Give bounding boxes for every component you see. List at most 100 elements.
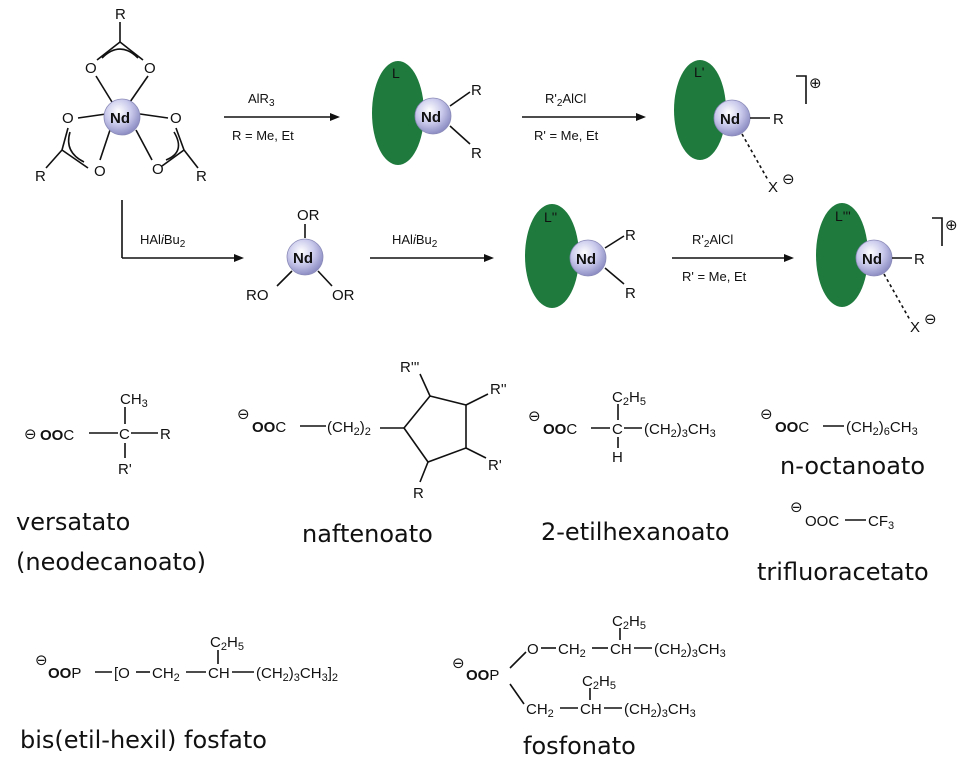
svg-text:C2H5: C2H5 [612,389,646,408]
svg-text:CH2: CH2 [152,665,180,684]
svg-text:L': L' [694,64,704,80]
svg-text:O: O [94,163,106,180]
versatato-alt-name: (neodecanoato) [16,548,206,576]
svg-text:CH2: CH2 [526,701,554,720]
svg-text:(CH2)3CH3: (CH2)3CH3 [644,421,716,440]
carboxylate-r-right: R [196,168,207,185]
svg-text:(CH2)3CH3]2: (CH2)3CH3]2 [256,665,338,684]
svg-text:C2H5: C2H5 [612,613,646,632]
naftenoato-name: naftenoato [302,520,433,548]
svg-text:(CH2)3CH3: (CH2)3CH3 [654,641,726,660]
arrow-alkylation-bottom: HAliBu2 [370,232,494,262]
svg-text:R: R [471,82,482,99]
svg-text:CF3: CF3 [868,513,894,532]
svg-text:X: X [910,319,920,336]
svg-text:O: O [144,60,156,77]
svg-text:R: R [625,227,636,244]
fosfonato-name: fosfonato [523,732,636,760]
svg-text:OOC: OOC [543,421,577,438]
svg-text:⊕: ⊕ [945,217,958,234]
svg-text:R' = Me, Et: R' = Me, Et [682,269,747,284]
svg-text:L''': L''' [835,208,851,224]
svg-text:CH: CH [610,641,632,658]
svg-text:⊖: ⊖ [790,499,803,516]
carboxylate-r-left: R [35,168,46,185]
svg-text:O: O [152,161,164,178]
ligand-label-l: L [392,65,400,81]
etilhexanoato-name: 2-etilhexanoato [541,518,730,546]
svg-text:Nd: Nd [576,251,596,268]
svg-text:O: O [62,110,74,127]
trifluoracetato-structure: ⊖ OOC CF3 trifluoracetato [757,499,929,586]
svg-text:(CH2)3CH3: (CH2)3CH3 [624,701,696,720]
svg-text:OOC: OOC [775,419,809,436]
svg-text:C: C [119,426,130,443]
svg-text:R: R [773,111,784,128]
reagent-r2alcl-bottom: R'2AlCl [692,232,733,250]
ligand-nd-dialkyl-bottom: L'' Nd R R [525,204,636,308]
svg-text:[O: [O [114,665,130,682]
svg-text:CH2: CH2 [558,641,586,660]
svg-text:⊕: ⊕ [809,75,822,92]
svg-text:Nd: Nd [862,251,882,268]
svg-text:⊖: ⊖ [924,311,937,328]
nd-atom: Nd [110,110,130,127]
svg-text:H: H [612,449,623,466]
versatato-structure: ⊖ OOC C R CH3 R' versatato (neodecanoato… [16,391,206,576]
naftenoato-structure: ⊖ OOC (CH2)2 R''' R'' R' R naftenoato [237,359,507,548]
svg-text:R: R [625,285,636,302]
svg-text:OOC: OOC [805,513,839,530]
bisfosfato-structure: ⊖ OOP [O CH2 CH C2H5 (CH2)3CH3]2 bis(eti… [20,634,338,754]
arrow-alkylation: AlR3 R = Me, Et [224,91,340,143]
arrow-alkoxide-route: HAliBu2 [121,200,244,262]
svg-text:(CH2)2: (CH2)2 [327,419,371,438]
svg-text:R': R' [118,461,132,478]
svg-text:OR: OR [332,287,355,304]
svg-text:CH3: CH3 [120,391,148,410]
reagent-haliBu2-2: HAliBu2 [392,232,438,250]
svg-text:OOP: OOP [466,667,499,684]
fosfonato-structure: ⊖ OOP O CH2 CH C2H5 (CH2)3CH3 CH2 CH C2H… [452,613,726,760]
svg-text:⊖: ⊖ [237,406,250,423]
svg-text:(CH2)6CH3: (CH2)6CH3 [846,419,918,438]
svg-text:⊖: ⊖ [24,426,37,443]
svg-text:O: O [170,110,182,127]
versatato-name: versatato [16,508,130,536]
svg-text:R: R [413,485,424,502]
arrow-chloride-abstraction-bottom: R'2AlCl R' = Me, Et [672,232,794,284]
svg-text:Nd: Nd [720,111,740,128]
svg-text:R'': R'' [490,381,507,398]
svg-text:C: C [612,421,623,438]
svg-text:⊖: ⊖ [35,652,48,669]
svg-text:R: R [471,145,482,162]
svg-text:⊖: ⊖ [528,408,541,425]
svg-text:⊖: ⊖ [452,655,465,672]
condition-r-me-et: R = Me, Et [232,128,294,143]
svg-text:O: O [85,60,97,77]
svg-text:⊖: ⊖ [760,406,773,423]
svg-text:CH: CH [208,665,230,682]
nd-trialkoxide: Nd OR RO OR [246,207,355,304]
svg-text:C2H5: C2H5 [582,673,616,692]
reagent-alr3: AlR3 [248,91,275,109]
svg-text:X: X [768,179,778,196]
svg-text:OR: OR [297,207,320,224]
svg-text:R''': R''' [400,359,420,376]
svg-text:C2H5: C2H5 [210,634,244,653]
cationic-nd-alkyl-bottom: L''' Nd R X ⊖ ⊕ [816,203,958,336]
etilhexanoato-structure: ⊖ OOC C C2H5 H (CH2)3CH3 2-etilhexanoato [528,389,730,546]
svg-text:R: R [914,251,925,268]
svg-text:Nd: Nd [293,250,313,267]
trifluoracetato-name: trifluoracetato [757,558,929,586]
svg-text:R' = Me, Et: R' = Me, Et [534,128,599,143]
arrow-chloride-abstraction-top: R'2AlCl R' = Me, Et [522,91,646,143]
svg-text:OOP: OOP [48,665,81,682]
svg-text:Nd: Nd [421,109,441,126]
svg-text:OOC: OOC [40,427,74,444]
svg-text:L'': L'' [544,209,557,225]
octanoato-name: n-octanoato [780,452,925,480]
svg-text:R': R' [488,457,502,474]
svg-text:RO: RO [246,287,269,304]
reagent-haliBu2-1: HAliBu2 [140,232,186,250]
